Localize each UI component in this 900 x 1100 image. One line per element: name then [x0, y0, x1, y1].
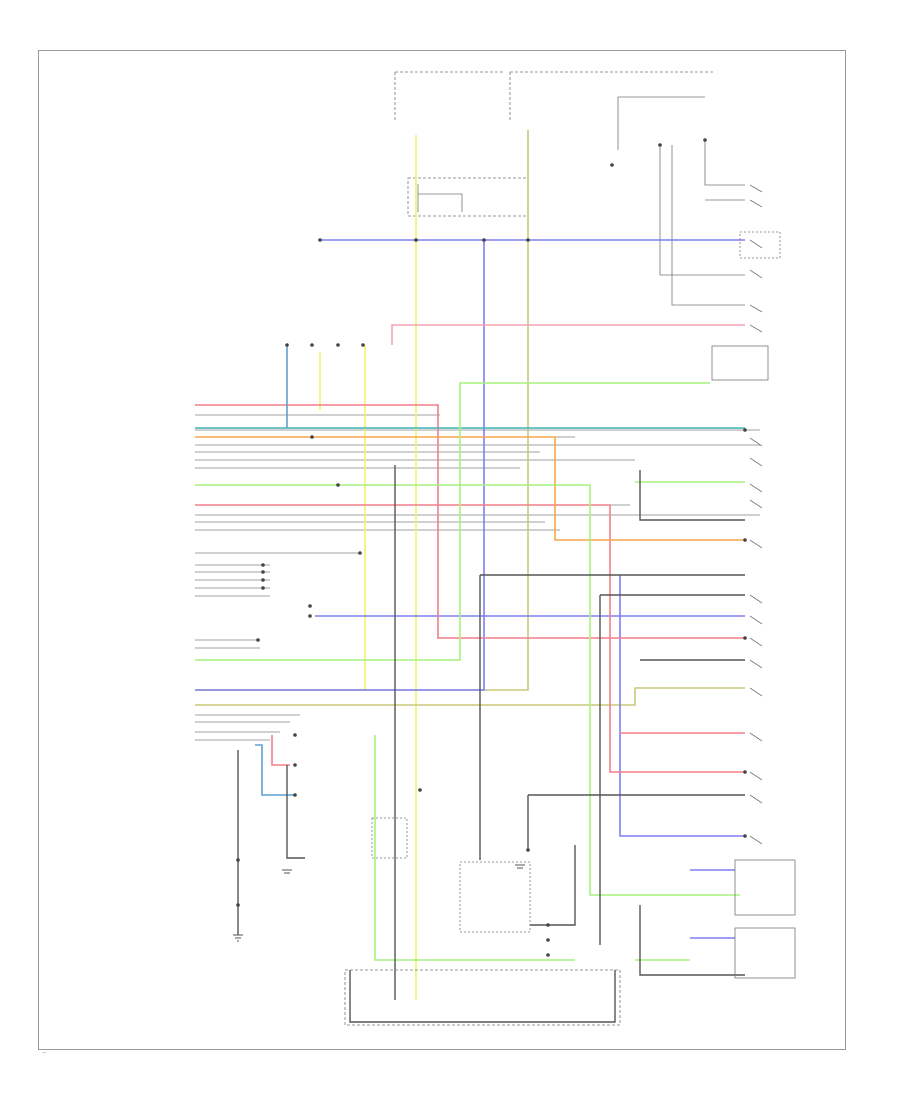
left-connector-rows: [195, 414, 760, 741]
module-a: [734, 859, 796, 916]
wire-green-mid: [195, 484, 740, 896]
footer-reference: —: [42, 1050, 47, 1056]
center-relay: [371, 817, 408, 859]
wire-olive-lower: [195, 687, 745, 706]
splice-points: [236, 138, 747, 957]
wire-steelblue-low: [255, 744, 295, 796]
top-components: [394, 71, 781, 381]
upper-right-frame: [617, 96, 705, 150]
wire-blue-vertical: [195, 240, 485, 691]
wire-red-left: [195, 404, 745, 639]
ground-symbols: [233, 864, 525, 942]
colored-wires: [195, 130, 745, 1000]
right-component-2: [711, 345, 769, 381]
wire-pink-top: [391, 324, 745, 345]
upper-right-switches: [749, 184, 763, 333]
wire-green-left: [195, 382, 710, 661]
wire-orange: [195, 436, 745, 541]
wire-red-mid: [195, 504, 745, 773]
diagram-frame: [38, 50, 846, 1050]
upper-right-lines: [659, 140, 745, 306]
relay-box: [407, 177, 529, 217]
wire-blue-low: [619, 575, 745, 837]
right-component-1: [739, 231, 781, 259]
wire-olive-main: [195, 130, 529, 691]
wire-red-lower: [271, 735, 290, 766]
wire-green-low: [374, 735, 690, 961]
relay-coil: [417, 184, 463, 212]
module-b: [734, 927, 796, 979]
relay-lower-box: [344, 969, 621, 1026]
right-components: [344, 437, 796, 1026]
wire-yellow-branch: [195, 345, 366, 691]
lower-module: [459, 861, 531, 933]
fuse-box-outline: [394, 71, 505, 122]
dark-wires: [237, 465, 745, 1023]
ign-relay-outline: [509, 71, 715, 122]
